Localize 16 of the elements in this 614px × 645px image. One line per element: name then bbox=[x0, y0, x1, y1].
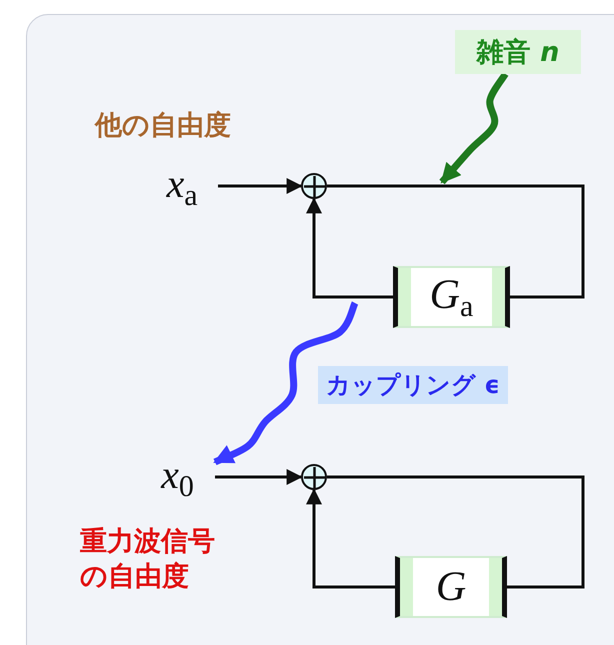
noise-label: 雑音 n bbox=[455, 30, 581, 74]
arrow bbox=[306, 488, 395, 588]
wavy-arrow bbox=[439, 72, 508, 184]
edge-label: カップリング ϵ bbox=[318, 366, 508, 404]
arrow bbox=[306, 197, 393, 298]
annotation-text: 他の自由度 bbox=[95, 109, 232, 143]
signal-line bbox=[327, 476, 584, 588]
signal-variable: x$_{a}$ bbox=[146, 162, 218, 210]
arrow bbox=[218, 178, 303, 194]
signal-line bbox=[327, 184, 584, 298]
annotation-text: 重力波信号の自由度 bbox=[80, 525, 216, 594]
transfer-block: G$_{a}$ bbox=[393, 266, 510, 328]
arrow bbox=[215, 469, 303, 485]
signal-variable: x$_{0}$ bbox=[140, 452, 215, 502]
wavy-arrow bbox=[213, 302, 358, 466]
transfer-block: G bbox=[395, 556, 507, 618]
